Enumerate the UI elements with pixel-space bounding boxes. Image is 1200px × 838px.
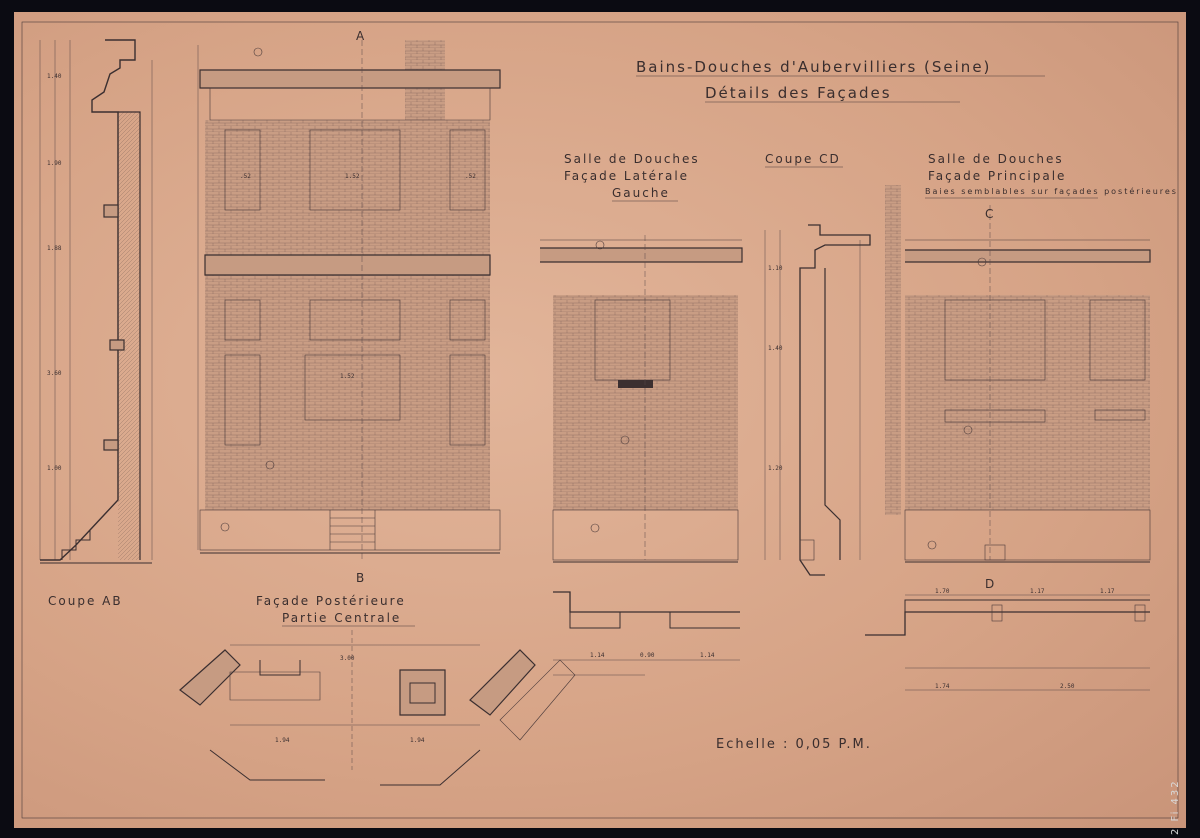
facade-posterieure-elevation: .52 1.52 .52 1.52 [197, 40, 501, 560]
label-salle-douches-laterale: Salle de Douches [564, 152, 700, 166]
svg-text:0.90: 0.90 [640, 652, 655, 659]
label-echelle: Echelle : 0,05 P.M. [716, 737, 872, 752]
plan-facade-laterale: 1.14 0.90 1.14 [553, 591, 740, 676]
svg-text:1.70: 1.70 [935, 588, 950, 595]
label-facade-principale: Façade Principale [928, 169, 1066, 183]
svg-text:1.17: 1.17 [1100, 588, 1115, 595]
svg-text:.52: .52 [465, 173, 476, 180]
svg-text:1.20: 1.20 [768, 465, 783, 472]
label-coupe-cd: Coupe CD [765, 152, 841, 166]
svg-text:1.52: 1.52 [345, 173, 360, 180]
svg-text:1.88: 1.88 [47, 245, 62, 252]
label-gauche: Gauche [612, 186, 670, 200]
svg-text:1.74: 1.74 [935, 683, 950, 690]
svg-text:1.94: 1.94 [410, 737, 425, 744]
plan-partie-centrale: 3.00 1.94 1.94 [179, 630, 576, 786]
title-line-1: Bains-Douches d'Aubervilliers (Seine) [636, 58, 991, 76]
svg-text:1.40: 1.40 [47, 73, 62, 80]
svg-text:1.52: 1.52 [340, 373, 355, 380]
svg-text:1.00: 1.00 [47, 465, 62, 472]
label-salle-douches-principale: Salle de Douches [928, 152, 1064, 166]
title-line-2: Détails des Façades [705, 84, 892, 102]
label-facade-laterale: Façade Latérale [564, 169, 689, 183]
marker-a: A [356, 29, 366, 43]
svg-text:3.60: 3.60 [47, 370, 62, 377]
coupe-cd-section: 1.10 1.40 1.20 [764, 224, 871, 576]
marker-d: D [985, 577, 996, 591]
facade-principale-elevation [885, 185, 1151, 563]
svg-text:3.00: 3.00 [340, 655, 355, 662]
svg-text:1.17: 1.17 [1030, 588, 1045, 595]
plan-facade-principale: 1.70 1.17 1.17 1.74 2.50 [865, 588, 1150, 691]
marker-b: B [356, 571, 366, 585]
svg-text:1.10: 1.10 [768, 265, 783, 272]
coupe-ab-section: 1.40 1.90 1.88 3.60 1.00 [39, 39, 153, 564]
svg-text:1.14: 1.14 [590, 652, 605, 659]
facade-laterale-elevation [540, 235, 743, 563]
label-facade-posterieure: Façade Postérieure [256, 594, 406, 608]
archive-stamp: 2 Fi 432 [1170, 779, 1181, 835]
label-partie-centrale: Partie Centrale [282, 611, 401, 625]
svg-text:1.90: 1.90 [47, 160, 62, 167]
marker-c: C [985, 207, 995, 221]
svg-text:1.94: 1.94 [275, 737, 290, 744]
svg-text:.52: .52 [240, 173, 251, 180]
svg-text:2.50: 2.50 [1060, 683, 1075, 690]
sheet-frame [21, 21, 1179, 819]
svg-text:1.40: 1.40 [768, 345, 783, 352]
label-coupe-ab: Coupe AB [48, 594, 123, 608]
svg-text:1.14: 1.14 [700, 652, 715, 659]
label-baies-semblables: Baies semblables sur façades postérieure… [925, 186, 1178, 196]
